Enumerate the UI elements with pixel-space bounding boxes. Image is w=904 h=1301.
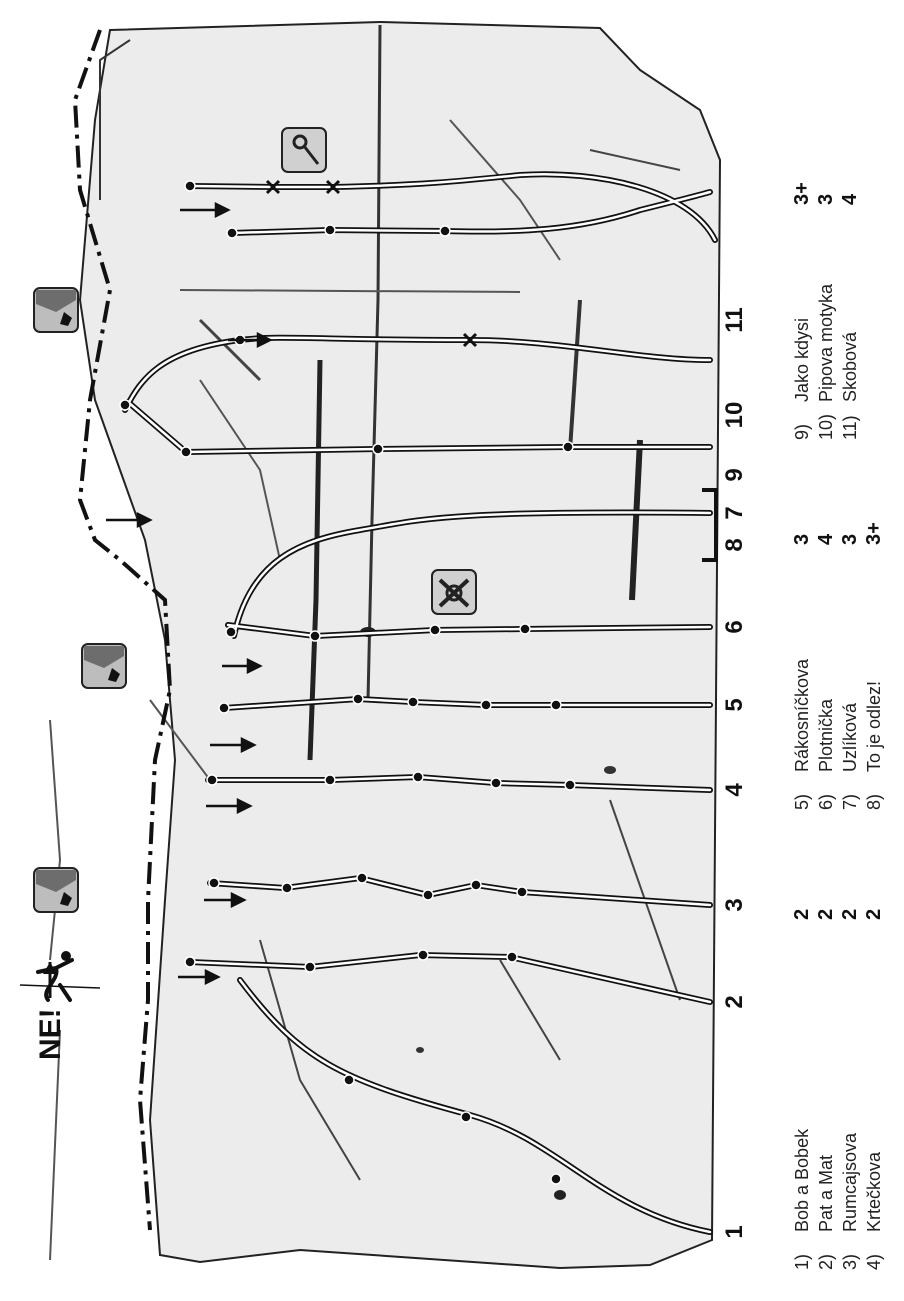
legend-item: 2) Pat a Mat 2 bbox=[815, 909, 837, 1270]
legend-grade: 4 bbox=[839, 193, 861, 205]
legend-grade: 2 bbox=[791, 909, 813, 920]
route-number-3: 3 bbox=[721, 898, 748, 911]
legend-grade: 3 bbox=[839, 534, 861, 545]
route-number-4: 4 bbox=[721, 783, 748, 797]
legend-index: 8) bbox=[864, 794, 884, 810]
route-number-10: 10 bbox=[721, 402, 748, 429]
legend-route-name: Krtečkova bbox=[864, 1151, 884, 1232]
legend-index: 5) bbox=[792, 794, 812, 810]
route-numbers: 1 2 3 4 5 6 7 8 9 10 11 bbox=[721, 307, 748, 1238]
legend-item: 6) Plotnička 4 bbox=[815, 533, 837, 810]
legend-grade: 2 bbox=[863, 909, 885, 920]
rock-face bbox=[80, 22, 720, 1268]
piton-icon bbox=[282, 128, 326, 172]
legend-index: 11) bbox=[840, 415, 860, 440]
warning-text: NE! bbox=[34, 1008, 67, 1060]
route-number-11: 11 bbox=[721, 307, 748, 332]
legend-item: 7) Uzlíková 3 bbox=[839, 534, 861, 810]
legend-route-name: Skobová bbox=[840, 331, 860, 402]
legend-route-name: Uzlíková bbox=[840, 702, 860, 772]
legend-item: 5) Rákosníčkova 3 bbox=[791, 534, 813, 810]
legend-index: 7) bbox=[840, 794, 860, 810]
legend-index: 2) bbox=[816, 1254, 836, 1270]
legend-grade: 3+ bbox=[791, 182, 813, 205]
legend-index: 10) bbox=[816, 414, 836, 440]
legend-route-name: Jako kdysi bbox=[792, 318, 812, 402]
legend-route-name: Rumcajsova bbox=[840, 1132, 860, 1232]
route-number-7: 7 bbox=[721, 506, 748, 519]
route-number-5: 5 bbox=[721, 698, 748, 711]
warning-group: NE! bbox=[34, 962, 67, 1060]
legend-index: 3) bbox=[840, 1254, 860, 1270]
terrain-rock-icon bbox=[34, 868, 78, 912]
legend-route-name: Rákosníčkova bbox=[792, 658, 812, 772]
climber-fall-icon bbox=[20, 951, 100, 1000]
legend-index: 6) bbox=[816, 794, 836, 810]
legend-item: 11) Skobová 4 bbox=[839, 193, 861, 440]
terrain-rock-icon bbox=[82, 644, 126, 688]
legend-route-name: Plotnička bbox=[816, 698, 836, 772]
route-number-9: 9 bbox=[721, 468, 748, 481]
legend-grade: 3+ bbox=[863, 522, 885, 545]
legend-index: 4) bbox=[864, 1254, 884, 1270]
legend-grade: 3 bbox=[791, 534, 813, 545]
legend-item: 8) To je odlez! 3+ bbox=[863, 522, 885, 810]
legend-route-name: Pat a Mat bbox=[816, 1155, 836, 1232]
knot-icon bbox=[432, 570, 476, 614]
legend-item: 4) Krtečkova 2 bbox=[863, 909, 885, 1270]
route-number-6: 6 bbox=[721, 620, 748, 633]
legend-item: 10) Pipova motyka 3 bbox=[815, 194, 837, 440]
terrain-rock-icon bbox=[34, 288, 78, 332]
legend-route-name: Bob a Bobek bbox=[792, 1128, 812, 1232]
legend-index: 1) bbox=[792, 1254, 812, 1270]
route-legend: 1)Bob a Bobek22)Pat a Mat23)Rumcajsova24… bbox=[791, 182, 885, 1270]
route-number-2: 2 bbox=[721, 995, 748, 1008]
legend-grade: 2 bbox=[839, 909, 861, 920]
legend-grade: 2 bbox=[815, 909, 837, 920]
legend-item: 9) Jako kdysi 3+ bbox=[791, 182, 813, 440]
legend-grade: 3 bbox=[815, 194, 837, 205]
legend-item: 3) Rumcajsova 2 bbox=[839, 909, 861, 1270]
legend-route-name: To je odlez! bbox=[864, 681, 884, 772]
legend-item: 1) Bob a Bobek 2 bbox=[791, 909, 813, 1270]
legend-route-name: Pipova motyka bbox=[816, 283, 836, 402]
route-number-1: 1 bbox=[721, 1225, 748, 1238]
route-number-8: 8 bbox=[721, 538, 748, 551]
legend-grade: 4 bbox=[815, 533, 837, 545]
legend-index: 9) bbox=[792, 424, 812, 440]
